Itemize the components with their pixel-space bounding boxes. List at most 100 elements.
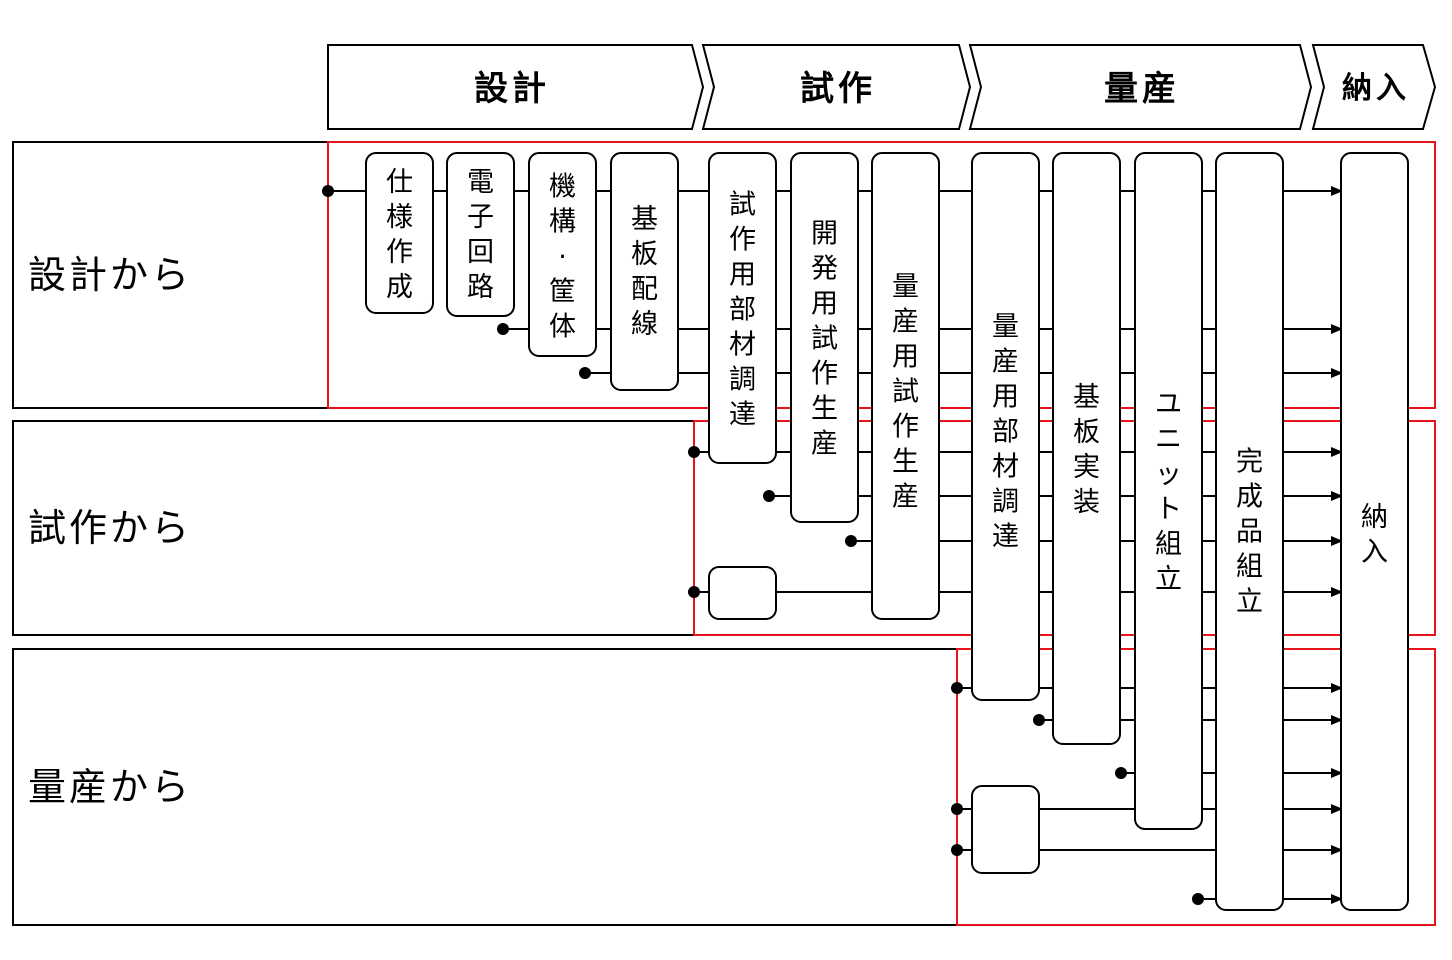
process-label-char: ユ — [1155, 389, 1182, 420]
process-label-char: 試 — [892, 377, 919, 408]
unlabeled-process-prototype — [708, 566, 777, 620]
process-label-char: 成 — [1236, 482, 1263, 513]
process-label-char: 回 — [467, 237, 494, 268]
process-label-char: 生 — [811, 394, 838, 425]
row-from-mass-label: 量産から — [28, 765, 192, 809]
process-label-char: 実 — [1073, 452, 1100, 483]
start-dot — [1192, 893, 1204, 905]
phase-delivery-label: 納入 — [1342, 71, 1410, 106]
process-label-char: 用 — [729, 260, 756, 291]
process-label-char: ッ — [1155, 459, 1182, 490]
process-label-char: 試 — [729, 190, 756, 221]
process-label-char: 板 — [1073, 417, 1100, 448]
phase-mass: 量産 — [968, 44, 1313, 130]
process-label-char: 組 — [1155, 529, 1182, 560]
process-label-char: 産 — [892, 482, 919, 513]
process-boxes: 仕様作成電子回路機構·筐体基板配線試作用部材調達開発用試作生産量産用試作生産量産… — [365, 152, 1409, 911]
phase-design: 設計 — [327, 44, 705, 130]
process-label-char: 作 — [386, 237, 413, 268]
process-label-char: 完 — [1236, 447, 1263, 478]
process-label-char: · — [558, 242, 567, 273]
arrows — [1283, 191, 1340, 899]
process-label-char: 子 — [467, 202, 494, 233]
row-from-prototype-label: 試作から — [28, 506, 192, 550]
process-label-char: 電 — [467, 167, 494, 198]
process-label-char: 基 — [1073, 382, 1100, 413]
process-label-char: 材 — [729, 330, 756, 361]
process-label-char: 路 — [467, 272, 494, 303]
process-label-char: 用 — [892, 342, 919, 373]
process-label-char: 成 — [386, 272, 413, 303]
process-label-char: ニ — [1155, 424, 1182, 455]
process-label-char: 立 — [1236, 587, 1263, 618]
start-dot — [951, 844, 963, 856]
unlabeled-process-mass — [971, 785, 1040, 874]
row-from-design-label: 設計から — [28, 253, 192, 297]
process-label-char: 調 — [729, 365, 756, 396]
process-label-char: 量 — [892, 272, 919, 303]
process-mechanism: 機構 · 筐体 — [528, 152, 597, 357]
start-dot — [951, 803, 963, 815]
phase-header: 設計 試作 量産 納入 — [327, 44, 1437, 130]
start-dot — [1115, 767, 1127, 779]
start-dot — [1033, 714, 1045, 726]
process-label-char: 作 — [729, 225, 756, 256]
process-label-char: 作 — [811, 359, 838, 390]
process-label-char: 用 — [811, 289, 838, 320]
process-label-char: 品 — [1236, 517, 1263, 548]
start-dot — [322, 185, 334, 197]
process-label-char: 材 — [992, 452, 1019, 483]
process-label-char: 様 — [386, 202, 413, 233]
process-label-char: 作 — [892, 412, 919, 443]
process-label-char: 開 — [811, 219, 838, 250]
process-label-char: 構 — [549, 207, 576, 238]
process-label-char: 納 — [1361, 502, 1388, 533]
process-label-char: 立 — [1155, 564, 1182, 595]
phase-design-label: 設計 — [474, 69, 550, 109]
process-label-char: 量 — [992, 312, 1019, 343]
process-label-char: 入 — [1361, 537, 1388, 568]
process-delivery: 納入 — [1340, 152, 1409, 911]
process-label-char: 発 — [811, 254, 838, 285]
start-dot — [497, 323, 509, 335]
start-dots — [322, 185, 1204, 905]
process-label-char: 達 — [992, 522, 1019, 553]
start-dot — [579, 367, 591, 379]
process-label-char: 組 — [1236, 552, 1263, 583]
row-from-mass — [12, 648, 958, 926]
process-label-char: 生 — [892, 447, 919, 478]
start-dot — [845, 535, 857, 547]
process-label-char: 体 — [549, 312, 576, 343]
process-label-char: 線 — [631, 309, 658, 340]
phase-prototype: 試作 — [701, 44, 972, 130]
phase-prototype-label: 試作 — [800, 69, 876, 109]
phase-delivery: 納入 — [1311, 44, 1437, 130]
process-label-char: 用 — [992, 382, 1019, 413]
phase-mass-label: 量産 — [1104, 69, 1180, 109]
process-label-char: 調 — [992, 487, 1019, 518]
process-label-char: 産 — [992, 347, 1019, 378]
start-dot — [763, 490, 775, 502]
process-label-char: 産 — [811, 429, 838, 460]
process-label-char: 板 — [631, 239, 658, 270]
process-label-char: 部 — [992, 417, 1019, 448]
process-label-char: 機 — [549, 172, 576, 203]
row-boxes: 設計から 試作から 量産から — [12, 141, 958, 926]
process-label-char: 試 — [811, 324, 838, 355]
row-from-prototype — [12, 420, 695, 636]
process-label-char: 筐 — [549, 277, 576, 308]
process-label-char: 装 — [1073, 487, 1100, 518]
process-label-char: 産 — [892, 307, 919, 338]
process-label-char: 基 — [631, 204, 658, 235]
row-from-design — [12, 141, 329, 409]
